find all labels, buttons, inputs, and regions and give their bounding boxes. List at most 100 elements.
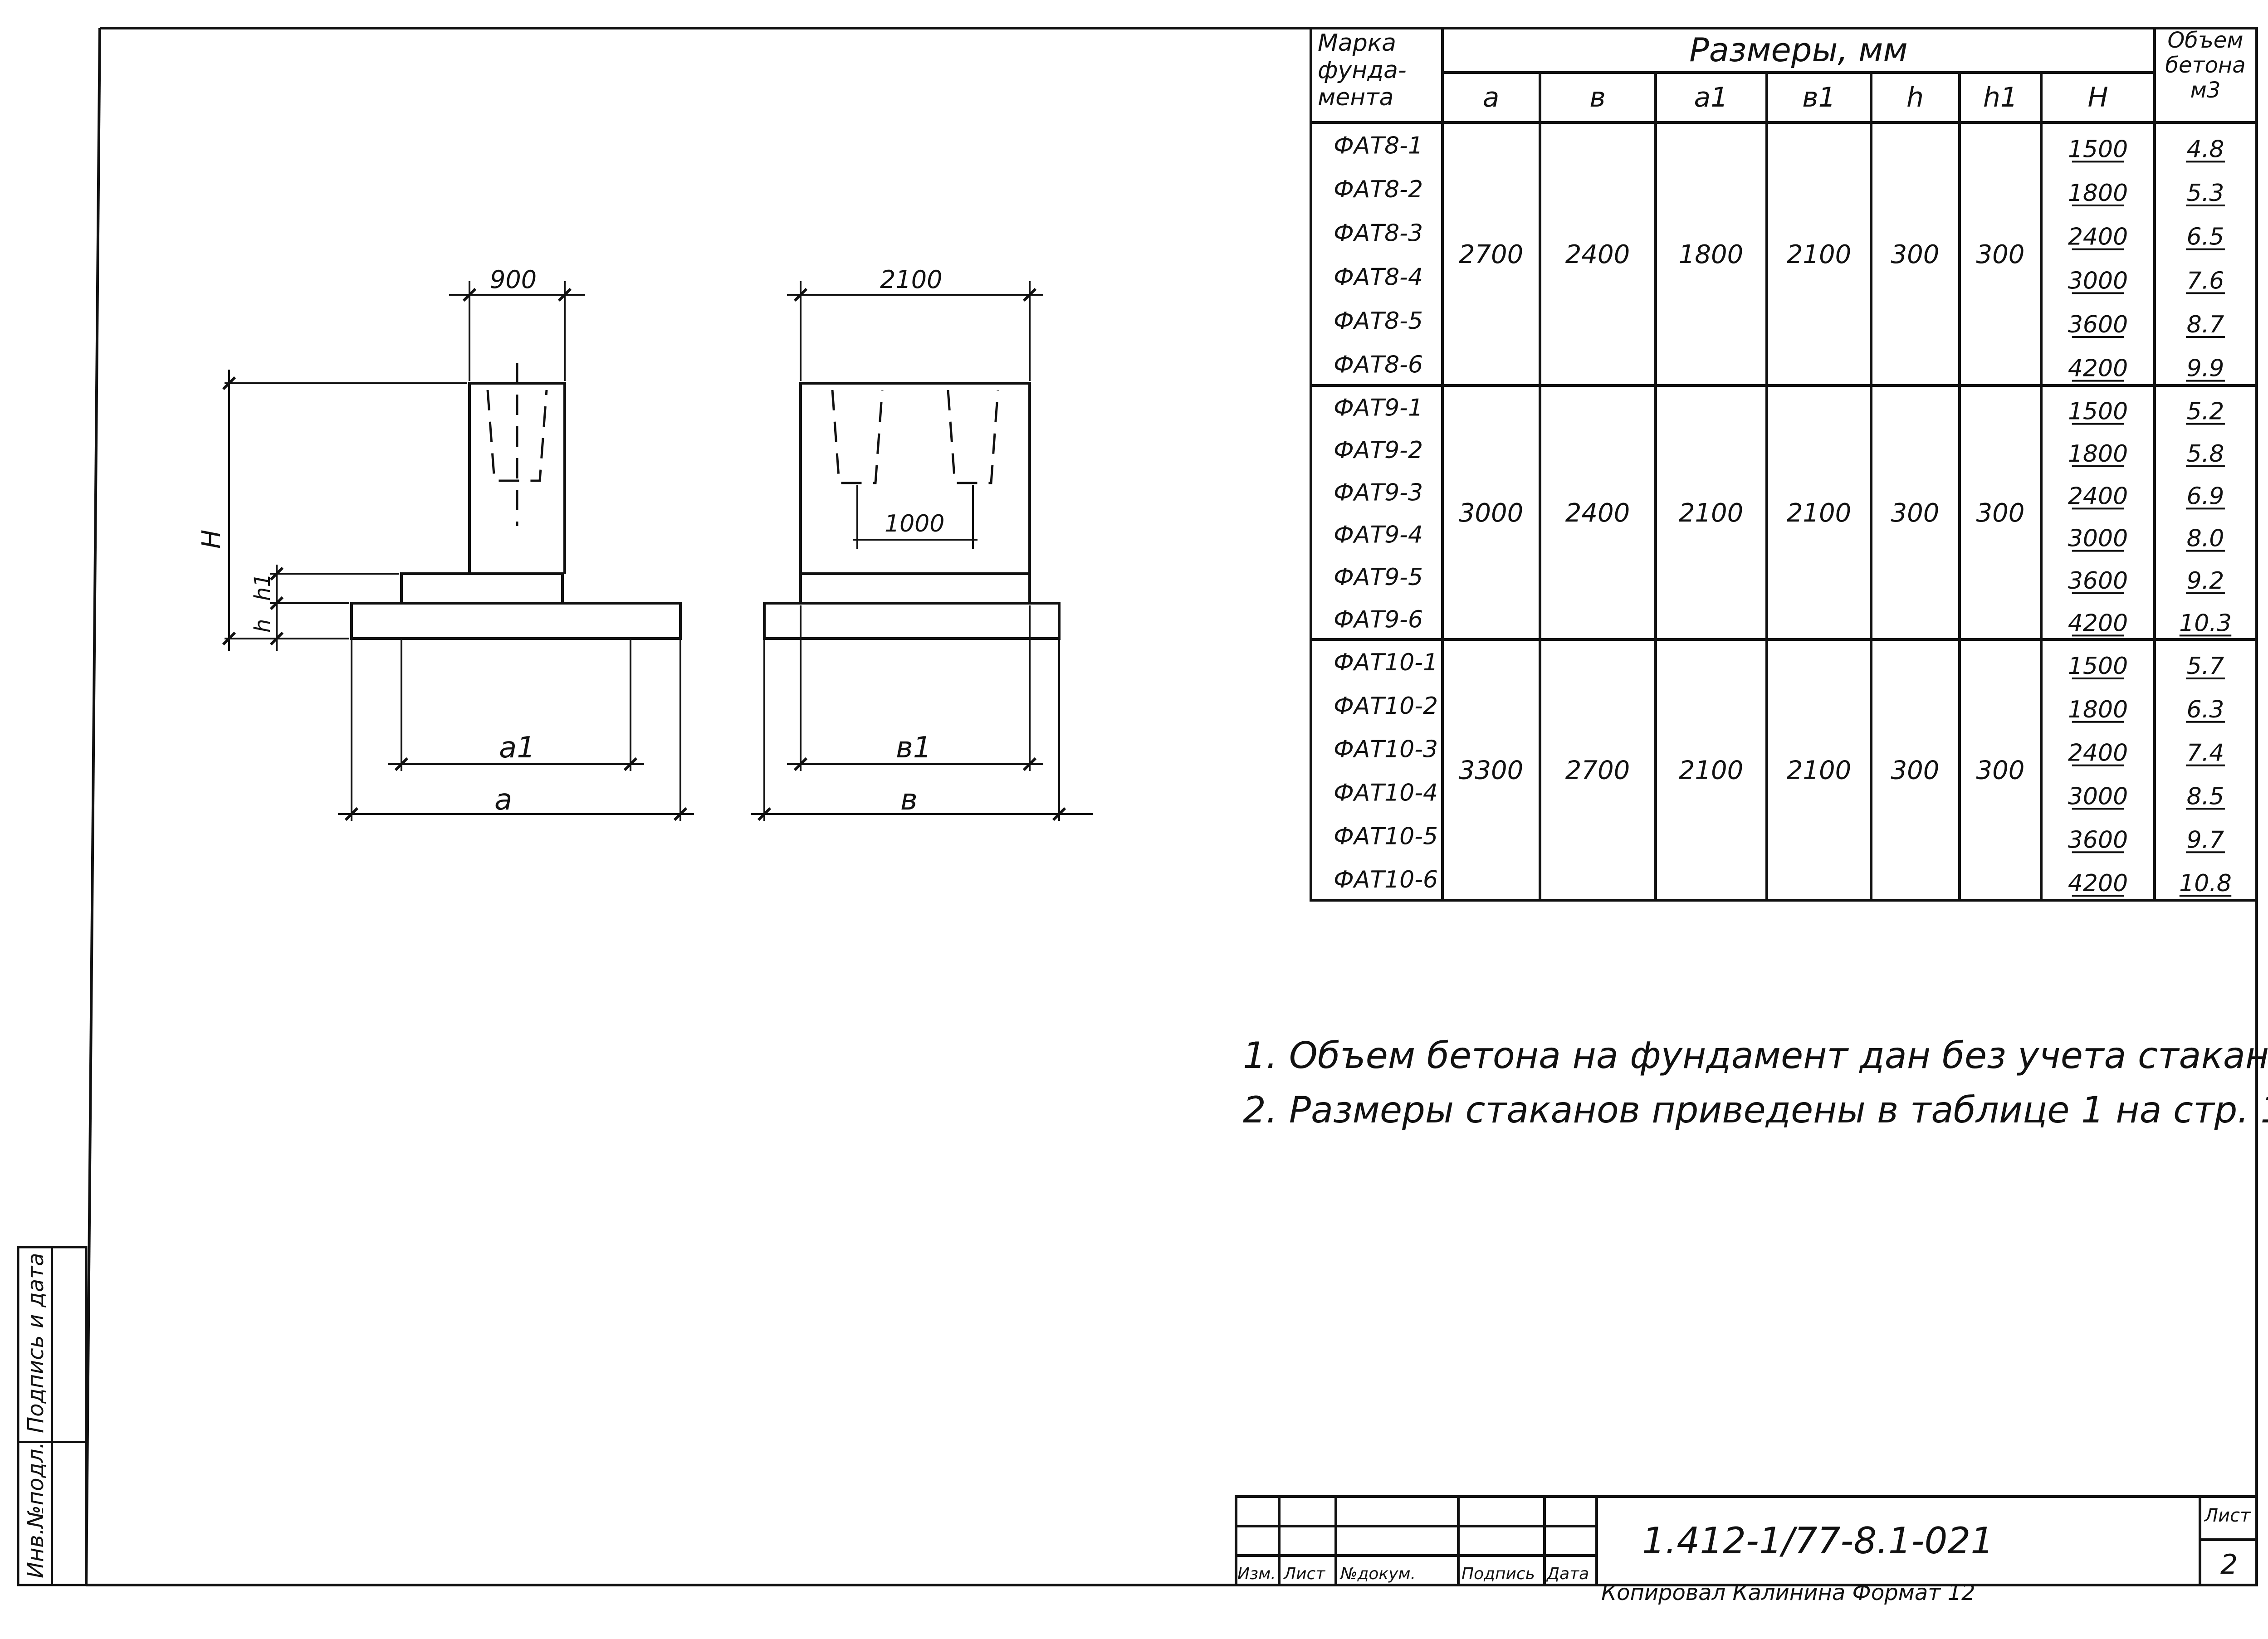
- group-1-a1: 1800: [1679, 240, 1744, 269]
- row-volume: 9.2: [2187, 567, 2224, 595]
- row-H: 4200: [2068, 610, 2128, 637]
- header-col-3: a1: [1694, 82, 1728, 113]
- group-3-a1: 2100: [1679, 756, 1744, 785]
- header-dims-title: Размеры, мм: [1689, 31, 1907, 69]
- row-H: 3600: [2068, 311, 2128, 338]
- row-mark: ФАТ10-3: [1334, 736, 1438, 763]
- header-col-7: H: [2087, 82, 2108, 113]
- row-H: 4200: [2068, 870, 2128, 897]
- title-block: [1235, 1495, 2258, 1586]
- row-H: 3600: [2068, 567, 2128, 595]
- left-elevation-ticks: [222, 288, 688, 821]
- inner-dim: 1000: [885, 510, 944, 537]
- side-stamp: Инв.№подл. Подпись и дата: [17, 1246, 88, 1586]
- bottom-partial: Копировал Калинина Формат 12: [1601, 1580, 1975, 1605]
- header-col-4: в1: [1802, 82, 1836, 113]
- label-a1: a1: [499, 731, 535, 765]
- row-volume: 10.8: [2179, 870, 2232, 897]
- group-2-h: 300: [1891, 498, 1940, 528]
- header-mark-label: Марка: [1318, 29, 1396, 57]
- header-col-2: в: [1589, 82, 1605, 113]
- group-1-b1: 2100: [1787, 240, 1852, 269]
- row-volume: 8.5: [2187, 783, 2224, 810]
- col-label-date: Дата: [1546, 1565, 1589, 1583]
- row-volume: 5.2: [2187, 398, 2224, 425]
- group-3-a: 3300: [1459, 756, 1524, 785]
- row-mark: ФАТ9-3: [1334, 479, 1423, 506]
- note-2: 2. Размеры стаканов приведены в таблице …: [1243, 1089, 2268, 1131]
- group-2-a1: 2100: [1679, 498, 1744, 528]
- row-mark: ФАТ10-5: [1334, 823, 1438, 850]
- group-2-a: 3000: [1459, 498, 1524, 528]
- left-elevation: [350, 363, 682, 640]
- row-mark: ФАТ9-5: [1334, 564, 1423, 591]
- header-col-6: h1: [1983, 82, 2018, 113]
- left-elevation-dims: [225, 281, 694, 821]
- row-H: 3600: [2068, 826, 2128, 854]
- col-label-list: Лист: [1283, 1565, 1325, 1583]
- row-volume: 4.8: [2187, 136, 2224, 163]
- row-volume: 5.8: [2187, 440, 2224, 468]
- label-H: H: [197, 530, 226, 549]
- row-volume: 5.3: [2187, 180, 2224, 207]
- group-1-h: 300: [1891, 240, 1940, 269]
- group-2-b: 2400: [1565, 498, 1630, 528]
- row-H: 1800: [2068, 180, 2128, 207]
- row-H: 2400: [2068, 224, 2128, 251]
- group-2-h1: 300: [1976, 498, 2025, 528]
- row-volume: 6.3: [2187, 696, 2224, 723]
- row-volume: 6.5: [2187, 224, 2224, 251]
- header-mark-label: фунда-: [1318, 57, 1407, 84]
- row-mark: ФАТ10-4: [1334, 779, 1438, 806]
- header-mark-label: мента: [1318, 84, 1393, 111]
- row-H: 1500: [2068, 136, 2128, 163]
- label-h1: h1: [250, 573, 275, 601]
- label-a: a: [494, 783, 512, 817]
- row-H: 1500: [2068, 653, 2128, 680]
- group-3-b1: 2100: [1787, 756, 1852, 785]
- row-H: 4200: [2068, 355, 2128, 382]
- table-grid: [1310, 27, 2258, 902]
- row-H: 2400: [2068, 483, 2128, 510]
- row-mark: ФАТ10-1: [1334, 649, 1438, 676]
- header-col-5: h: [1906, 82, 1924, 113]
- row-H: 1800: [2068, 440, 2128, 468]
- row-mark: ФАТ8-6: [1334, 351, 1423, 379]
- row-mark: ФАТ8-4: [1334, 263, 1423, 291]
- header-volume-label: Объем: [2167, 28, 2243, 53]
- right-elevation-ticks: [757, 288, 1066, 821]
- left-top-dim: 900: [490, 265, 537, 294]
- right-elevation-dims: [751, 281, 1093, 821]
- right-top-dim: 2100: [880, 265, 942, 294]
- row-volume: 7.4: [2187, 740, 2224, 767]
- row-mark: ФАТ8-3: [1334, 220, 1423, 247]
- row-mark: ФАТ8-5: [1334, 307, 1423, 335]
- header-volume-label: бетона: [2165, 53, 2245, 78]
- row-volume: 6.9: [2187, 483, 2224, 510]
- row-volume: 8.7: [2187, 311, 2224, 338]
- row-volume: 9.9: [2187, 355, 2224, 382]
- col-label-sign: Подпись: [1461, 1565, 1535, 1583]
- group-1-h1: 300: [1976, 240, 2025, 269]
- row-mark: ФАТ10-2: [1334, 693, 1438, 720]
- group-1-b: 2400: [1565, 240, 1630, 269]
- row-H: 1500: [2068, 398, 2128, 425]
- row-H: 1800: [2068, 696, 2128, 723]
- designation: 1.412-1/77-8.1-021: [1642, 1520, 1994, 1562]
- row-H: 3000: [2068, 267, 2128, 294]
- right-elevation: [763, 382, 1061, 640]
- row-volume: 8.0: [2187, 525, 2224, 552]
- sheet-label: Лист: [2204, 1505, 2251, 1526]
- row-mark: ФАТ9-2: [1334, 437, 1423, 464]
- side-sign-label: Подпись и дата: [23, 1253, 49, 1433]
- sheet-number: 2: [2220, 1549, 2238, 1580]
- note-1: 1. Объем бетона на фундамент дан без уче…: [1243, 1034, 2268, 1077]
- row-mark: ФАТ9-1: [1334, 395, 1423, 422]
- row-volume: 9.7: [2187, 826, 2224, 854]
- group-3-b: 2700: [1565, 756, 1630, 785]
- row-H: 2400: [2068, 740, 2128, 767]
- group-3-h: 300: [1891, 756, 1940, 785]
- row-volume: 5.7: [2187, 653, 2224, 680]
- row-mark: ФАТ8-1: [1334, 132, 1423, 159]
